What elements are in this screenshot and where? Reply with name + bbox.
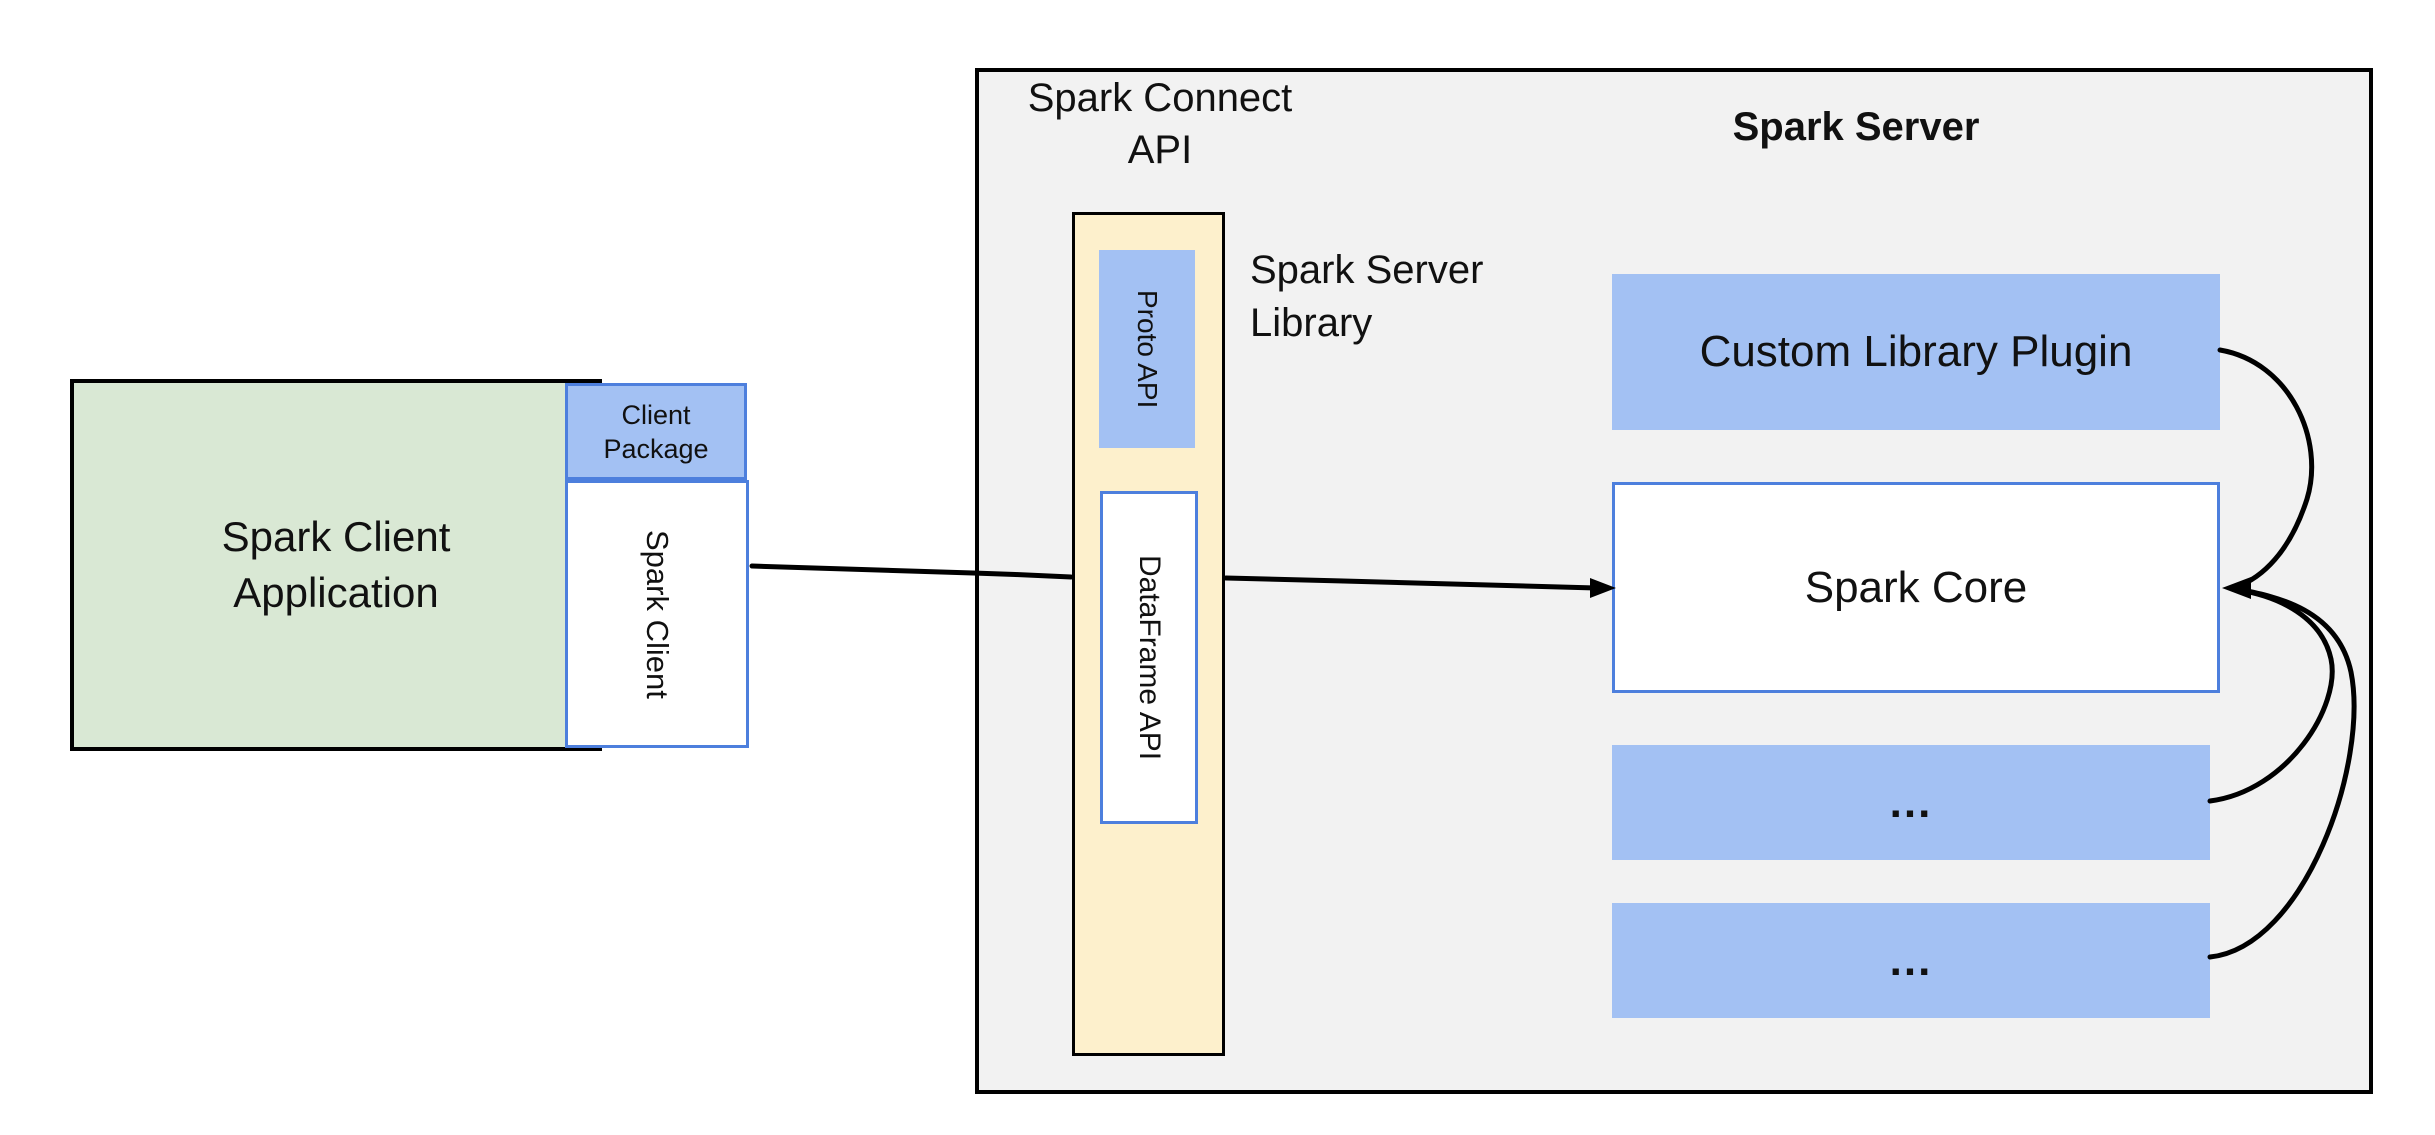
- spark-core-box: Spark Core: [1612, 482, 2220, 693]
- spark-client-label: Spark Client: [640, 529, 675, 699]
- spark-connect-api-title: Spark Connect API: [1027, 76, 1293, 172]
- client-package-box: Client Package: [565, 383, 747, 480]
- spark-client-application-label: Spark Client Application: [221, 513, 451, 616]
- more-plugins-box-1: ...: [1612, 745, 2210, 860]
- spark-client-application-box: Spark Client Application: [70, 379, 602, 751]
- client-package-label: Client Package: [603, 399, 709, 464]
- custom-library-plugin-box: Custom Library Plugin: [1612, 274, 2220, 430]
- ellipsis-label-2: ...: [1889, 935, 1933, 985]
- spark-server-library-label: Spark Server Library: [1250, 248, 1484, 345]
- ellipsis-label-1: ...: [1889, 777, 1933, 827]
- dataframe-api-box: DataFrame API: [1100, 491, 1198, 824]
- more-plugins-box-2: ...: [1612, 903, 2210, 1018]
- proto-api-box: Proto API: [1099, 250, 1195, 448]
- spark-client-box: Spark Client: [565, 480, 749, 748]
- dataframe-api-label: DataFrame API: [1133, 554, 1166, 761]
- proto-api-label: Proto API: [1132, 289, 1163, 409]
- spark-server-title: Spark Server: [1732, 105, 1980, 149]
- custom-library-plugin-label: Custom Library Plugin: [1699, 327, 2133, 376]
- spark-core-label: Spark Core: [1804, 562, 2028, 612]
